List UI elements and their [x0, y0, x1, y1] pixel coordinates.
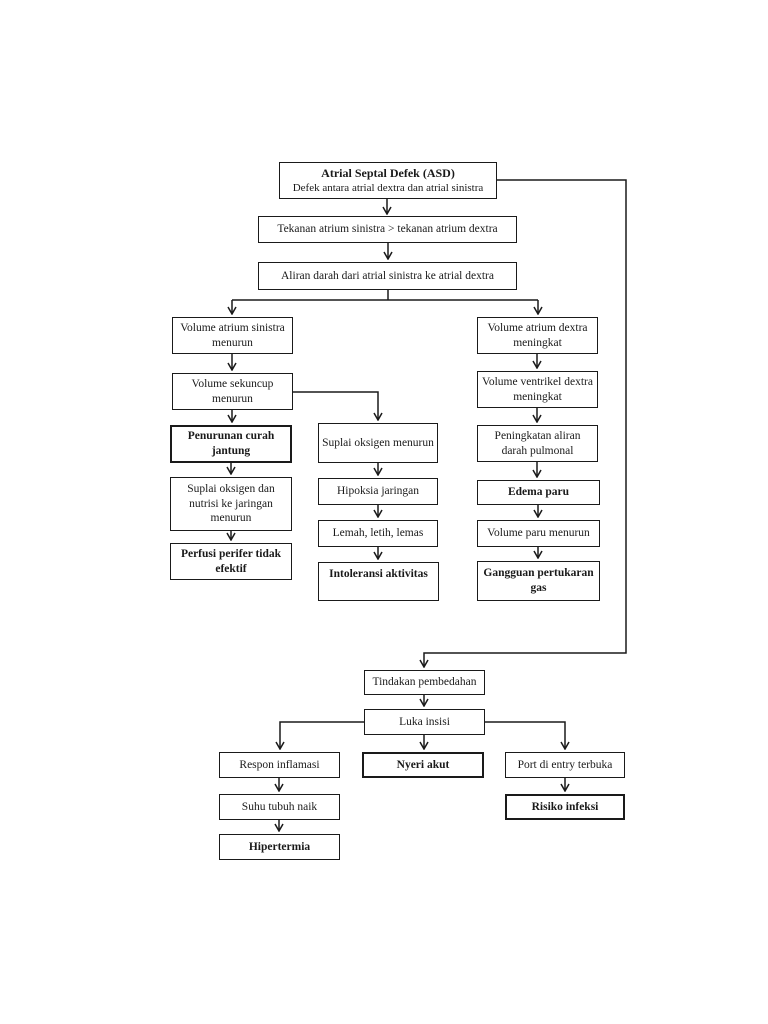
node-asd-subtitle: Defek antara atrial dextra dan atrial si… [292, 182, 484, 195]
node-luka-insisi: Luka insisi [364, 709, 485, 735]
node-gangguan-pertukaran-gas: Gangguan pertukaran gas [477, 561, 600, 601]
node-suplai-oksigen-menurun: Suplai oksigen menurun [318, 423, 438, 463]
node-lemah-letih-lemas: Lemah, letih, lemas [318, 520, 438, 547]
node-respon-inflamasi: Respon inflamasi [219, 752, 340, 778]
node-port-di-entry: Port di entry terbuka [505, 752, 625, 778]
node-hipertermia: Hipertermia [219, 834, 340, 860]
node-penurunan-curah-jantung: Penurunan curah jantung [170, 425, 292, 463]
node-intoleransi-aktivitas: Intoleransi aktivitas [318, 562, 439, 601]
node-peningkatan-aliran-pulmonal: Peningkatan aliran darah pulmonal [477, 425, 598, 462]
node-volume-atrium-sinistra: Volume atrium sinistra menurun [172, 317, 293, 354]
node-suhu-tubuh-naik: Suhu tubuh naik [219, 794, 340, 820]
node-hipoksia-jaringan: Hipoksia jaringan [318, 478, 438, 505]
node-volume-atrium-dextra: Volume atrium dextra meningkat [477, 317, 598, 354]
node-volume-paru-menurun: Volume paru menurun [477, 520, 600, 547]
edge-luk-res [280, 721, 364, 749]
node-suplai-oksigen-nutrisi: Suplai oksigen dan nutrisi ke jaringan m… [170, 477, 292, 531]
node-aliran-darah: Aliran darah dari atrial sinistra ke atr… [258, 262, 517, 290]
node-tindakan-pembedahan: Tindakan pembedahan [364, 670, 485, 695]
edge-asd-tindakan [424, 179, 627, 667]
edge-vsek-som [293, 391, 378, 420]
node-perfusi-perifer: Perfusi perifer tidak efektif [170, 543, 292, 580]
node-nyeri-akut: Nyeri akut [362, 752, 484, 778]
node-risiko-infeksi: Risiko infeksi [505, 794, 625, 820]
node-volume-sekuncup: Volume sekuncup menurun [172, 373, 293, 410]
node-volume-ventrikel-dextra: Volume ventrikel dextra meningkat [477, 371, 598, 408]
node-asd: Atrial Septal Defek (ASD) Defek antara a… [279, 162, 497, 199]
node-asd-title: Atrial Septal Defek (ASD) [321, 165, 455, 180]
node-tekanan-atrium: Tekanan atrium sinistra > tekanan atrium… [258, 216, 517, 243]
edge-luk-por [485, 721, 565, 749]
node-edema-paru: Edema paru [477, 480, 600, 505]
